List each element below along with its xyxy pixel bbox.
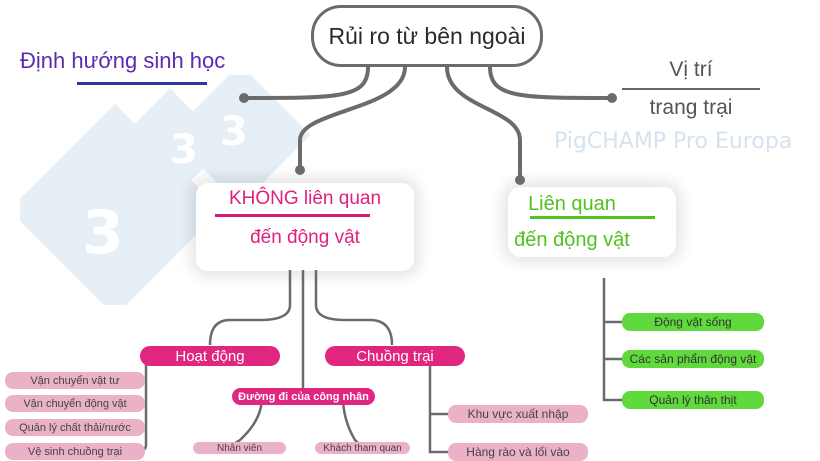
activity-item: Vệ sinh chuồng trại	[5, 443, 145, 460]
worker-path-item: Nhân viên	[193, 442, 286, 454]
activity-node: Hoạt động	[140, 346, 280, 366]
worker-path-node: Đường đi của công nhân	[232, 388, 375, 405]
location-divider	[622, 88, 760, 90]
watermark-digit-2: 3	[170, 127, 198, 173]
not-animal-line2: đến động vật	[250, 227, 360, 248]
not-animal-line1: KHÔNG liên quan	[228, 188, 382, 209]
activity-item: Vận chuyển động vật	[5, 395, 145, 412]
animal-underline	[530, 216, 655, 219]
title-underline	[77, 82, 207, 85]
watermark-logo: 3 3 3	[20, 75, 311, 305]
barn-node: Chuồng trại	[325, 346, 465, 366]
animal-item: Quản lý thân thịt	[622, 391, 764, 409]
not-animal-box	[196, 183, 414, 271]
root-node: Rủi ro từ bên ngoài	[311, 5, 543, 67]
animal-line1: Liên quan	[528, 193, 616, 215]
root-label: Rủi ro từ bên ngoài	[328, 22, 526, 49]
location-line1: Vị trí	[669, 58, 713, 81]
barn-item: Hàng rào và lối vào	[448, 443, 588, 461]
location-line2: trang trại	[649, 96, 733, 119]
animal-item: Các sản phẩm động vật	[622, 350, 764, 368]
worker-path-item: Khách tham quan	[315, 442, 410, 454]
activity-item: Quản lý chất thải/nước	[5, 419, 145, 436]
biological-orientation-title: Định hướng sinh học	[20, 48, 226, 73]
animal-line2: đến động vật	[514, 229, 630, 251]
watermark-text: PigCHAMP Pro Europa	[554, 129, 793, 154]
activity-item: Vận chuyển vật tư	[5, 372, 145, 389]
animal-box	[508, 187, 676, 257]
watermark-digit-3: 3	[220, 109, 248, 155]
not-animal-underline	[215, 214, 370, 217]
watermark-digit-1: 3	[82, 198, 124, 268]
animal-item: Động vật sống	[622, 313, 764, 331]
barn-item: Khu vực xuất nhập	[448, 405, 588, 423]
